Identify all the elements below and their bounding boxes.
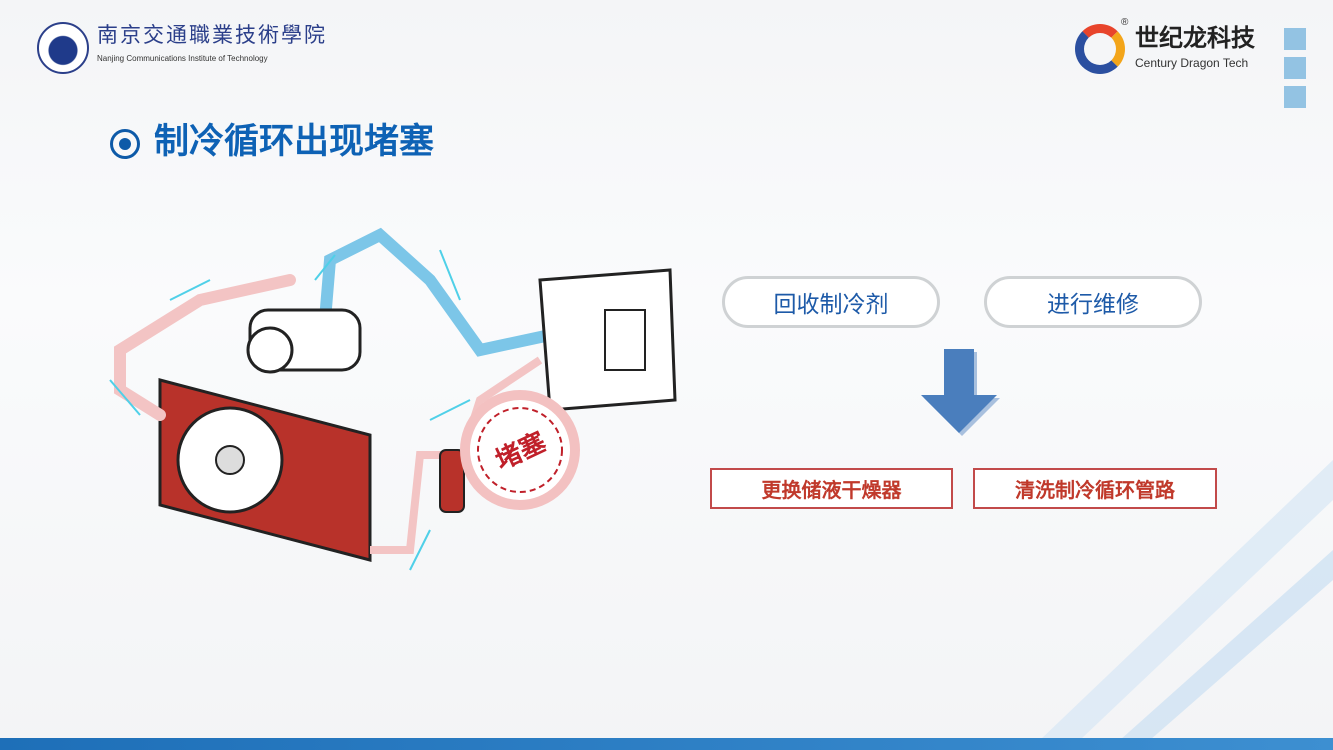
school-name: 南京交通職業技術學院 [97, 23, 327, 47]
pipe-liquid [370, 451, 445, 554]
down-arrow-icon [921, 349, 1000, 436]
step-repair: 进行维修 [984, 276, 1202, 328]
brand-name-en: Century Dragon Tech [1135, 56, 1249, 70]
blockage-marker [460, 390, 580, 510]
step-recover-refrigerant: 回收制冷剂 [722, 276, 940, 328]
pipe-cold [319, 227, 556, 357]
deco-square [1284, 86, 1306, 108]
condenser [158, 378, 372, 562]
evaporator [538, 268, 677, 412]
deco-square [1284, 57, 1306, 79]
pipe-hot [114, 274, 296, 421]
brand-logo [1075, 24, 1125, 74]
registered-mark: ® [1121, 17, 1129, 28]
ac-system-diagram: 堵塞 [109, 227, 677, 571]
footer-bar [0, 738, 1333, 750]
flow-arrows [109, 249, 471, 571]
action-replace-drier: 更换储液干燥器 [710, 468, 953, 509]
school-name-en: Nanjing Communications Institute of Tech… [97, 54, 268, 63]
school-logo [37, 22, 89, 74]
action-flush-lines: 清洗制冷循环管路 [973, 468, 1217, 509]
compressor [246, 308, 362, 374]
page-title: 制冷循环出现堵塞 [154, 122, 435, 161]
receiver-drier [439, 449, 465, 513]
deco-square [1284, 28, 1306, 50]
brand-name: 世纪龙科技 [1135, 25, 1255, 52]
deco-stripes [1040, 460, 1333, 740]
radio-bullet-icon [110, 129, 140, 159]
